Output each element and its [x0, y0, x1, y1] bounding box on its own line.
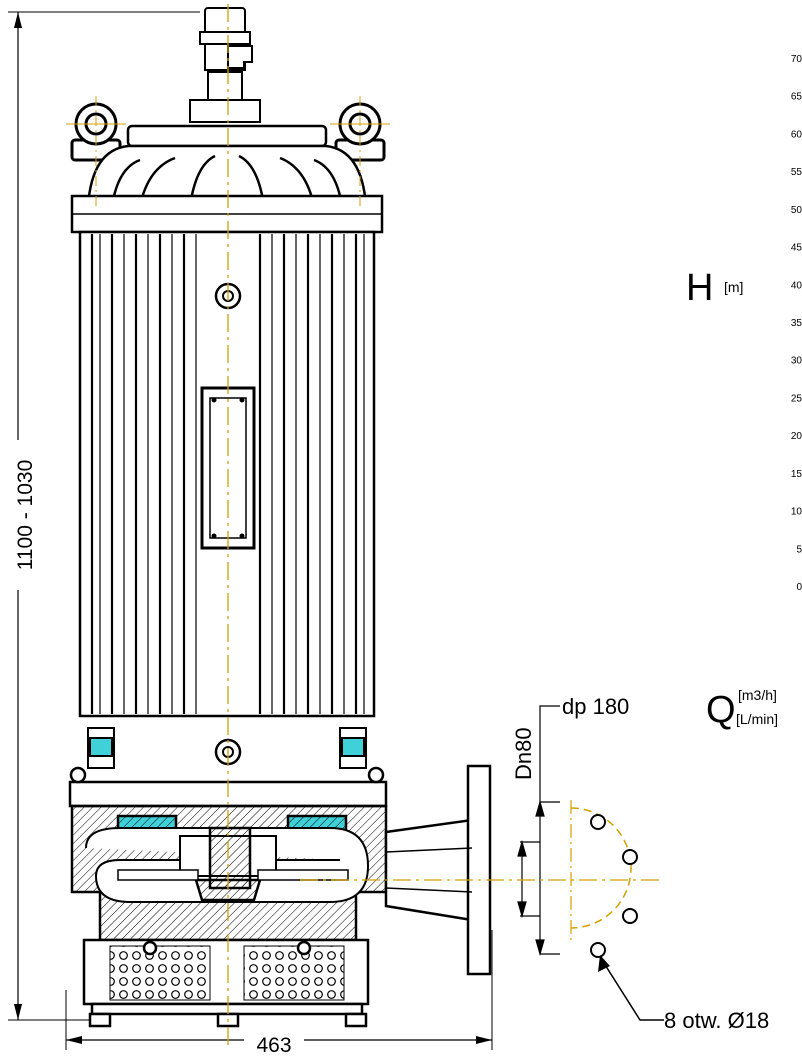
flange-holes-leader [598, 955, 664, 1021]
outlet-dimensions [517, 705, 560, 957]
head-axis-tick-label: 40 [791, 280, 802, 291]
head-axis-tick-label: 15 [791, 469, 802, 480]
flange-bolt-pattern [570, 800, 638, 958]
head-axis-tick-label: 20 [791, 431, 802, 442]
width-dimension-label: 463 [256, 1034, 291, 1057]
side-cable-clamps [87, 727, 367, 769]
head-axis-tick-label: 5 [796, 544, 802, 555]
motor-housing [78, 230, 376, 766]
head-axis-tick-label: 55 [791, 167, 802, 178]
outlet-dn-label: Dn80 [511, 727, 536, 780]
cable-gland [189, 7, 261, 123]
height-dimension-label: 1100 - 1030 [14, 460, 37, 571]
head-axis-tick-label: 50 [791, 205, 802, 216]
volute-casing [68, 766, 388, 942]
head-axis-tick-label: 10 [791, 507, 802, 518]
height-dimension: 1100 - 1030 [4, 11, 200, 1021]
head-axis-tick-label: 45 [791, 243, 802, 254]
motor-top-cover [70, 124, 384, 234]
flow-unit-m3h: [m3/h] [738, 687, 777, 703]
head-axis-tick-label: 35 [791, 318, 802, 329]
head-axis-tick-label: 30 [791, 356, 802, 367]
discharge-outlet [384, 764, 492, 976]
head-axis-tick-label: 0 [796, 582, 802, 593]
head-axis-tick-label: 70 [791, 54, 802, 65]
head-symbol: H [686, 267, 713, 309]
head-unit: [m] [724, 279, 743, 295]
suction-strainer [82, 938, 370, 1028]
outlet-dp-label: dp 180 [562, 694, 629, 719]
width-dimension: 463 [65, 930, 493, 1057]
flow-symbol: Q [706, 689, 736, 731]
flow-unit-lmin: [L/min] [736, 711, 778, 727]
head-axis-tick-label: 65 [791, 92, 802, 103]
head-axis-tick-label: 60 [791, 129, 802, 140]
head-axis-tick-label: 25 [791, 393, 802, 404]
flange-holes-label: 8 otw. Ø18 [664, 1008, 769, 1033]
